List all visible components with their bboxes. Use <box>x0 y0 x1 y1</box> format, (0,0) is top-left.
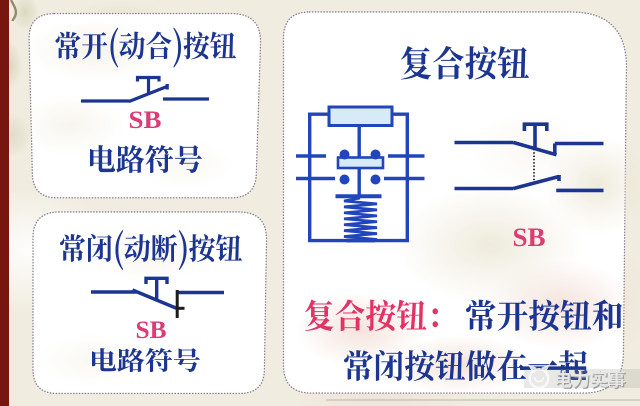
svg-text:SB: SB <box>136 315 167 344</box>
svg-text:SB: SB <box>129 105 162 134</box>
svg-text:SB: SB <box>513 222 546 252</box>
